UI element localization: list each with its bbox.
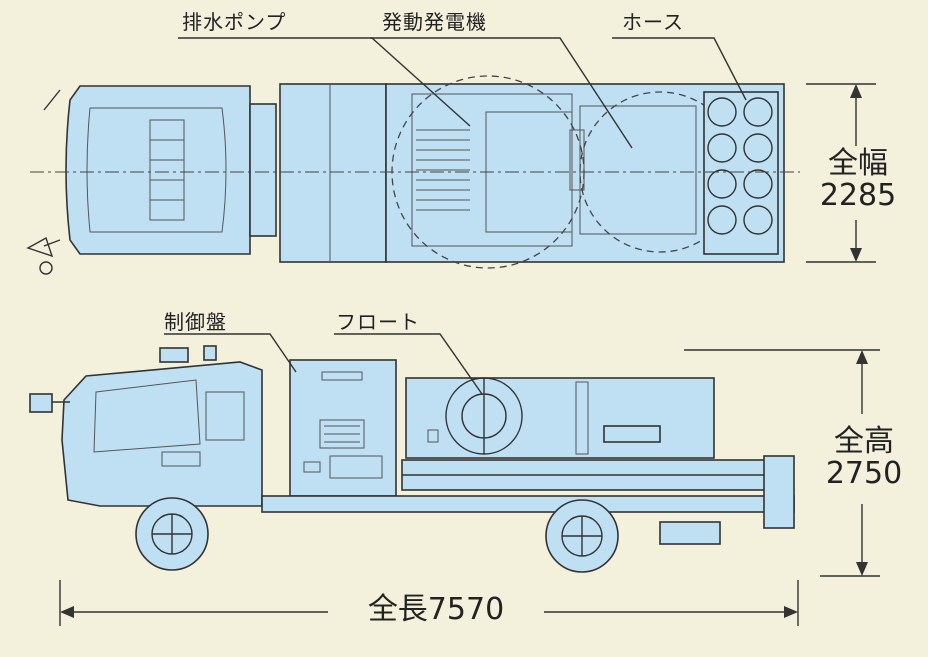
control-panel-label: 制御盤 [164, 310, 227, 334]
hose-leader [612, 37, 747, 101]
height-dimension [684, 349, 880, 577]
pump-label: 排水ポンプ [182, 10, 287, 34]
side-windshield [93, 379, 201, 453]
top-lamp [39, 261, 53, 275]
side-body [405, 377, 715, 459]
top-control-box [279, 83, 387, 263]
side-control-panel [289, 359, 397, 497]
width-value: 2285 [819, 178, 897, 213]
height-label: 全高 2750 [806, 426, 922, 490]
control-panel-leader [164, 333, 297, 373]
roof-lamp [159, 347, 189, 363]
top-cab [65, 85, 251, 255]
generator-leader [370, 37, 633, 149]
float-label: フロート [336, 310, 420, 334]
side-mirror [29, 393, 53, 413]
side-rear-bumper [763, 455, 795, 529]
height-value: 2750 [825, 456, 903, 491]
hose-label: ホース [622, 10, 684, 34]
width-dimension [806, 83, 876, 263]
side-chassis [261, 495, 795, 513]
control-display [319, 419, 365, 449]
side-view [29, 333, 880, 626]
top-view [26, 37, 876, 275]
front-wheel [135, 497, 209, 571]
side-vent [603, 425, 661, 443]
pump-grille [416, 129, 470, 211]
width-label-text: 全幅 [828, 146, 888, 181]
top-mirror-left [26, 236, 54, 258]
float-leader [334, 333, 483, 395]
length-label: 全長7570 [367, 592, 505, 627]
generator-label: 発動発電機 [382, 10, 487, 34]
hose-reels [703, 91, 779, 255]
width-label: 全幅 2285 [800, 148, 916, 212]
rear-wheel [545, 499, 619, 573]
length-dimension [59, 580, 799, 626]
height-label-text: 全高 [834, 424, 894, 459]
